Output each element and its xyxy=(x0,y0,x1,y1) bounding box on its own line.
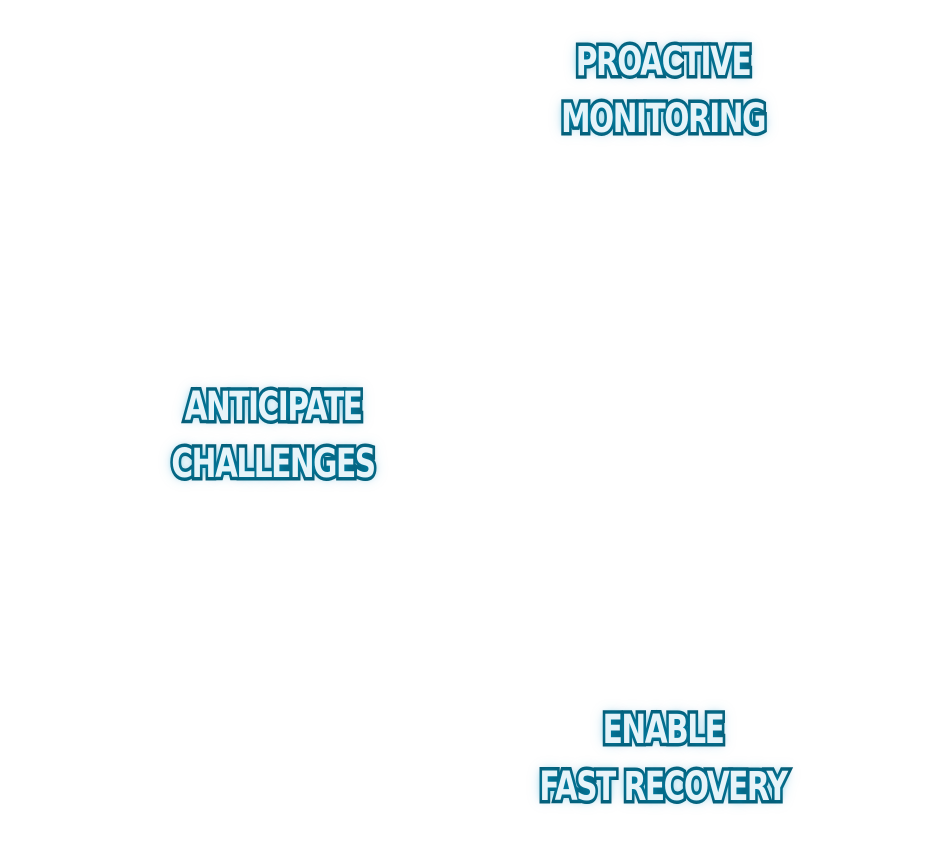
proactive-monitoring-line1: PROACTIVE xyxy=(573,36,754,89)
proactive-monitoring-line2: MONITORING xyxy=(558,93,768,146)
proactive-monitoring-label: PROACTIVE MONITORING xyxy=(515,34,811,148)
anticipate-challenges-label: ANTICIPATE CHALLENGES xyxy=(125,379,421,493)
enable-fast-recovery-line1: ENABLE xyxy=(600,704,727,757)
enable-fast-recovery-label: ENABLE FAST RECOVERY xyxy=(478,702,848,816)
anticipate-challenges-line2: CHALLENGES xyxy=(169,438,379,491)
anticipate-challenges-line1: ANTICIPATE xyxy=(182,381,365,434)
enable-fast-recovery-line2: FAST RECOVERY xyxy=(537,761,791,814)
